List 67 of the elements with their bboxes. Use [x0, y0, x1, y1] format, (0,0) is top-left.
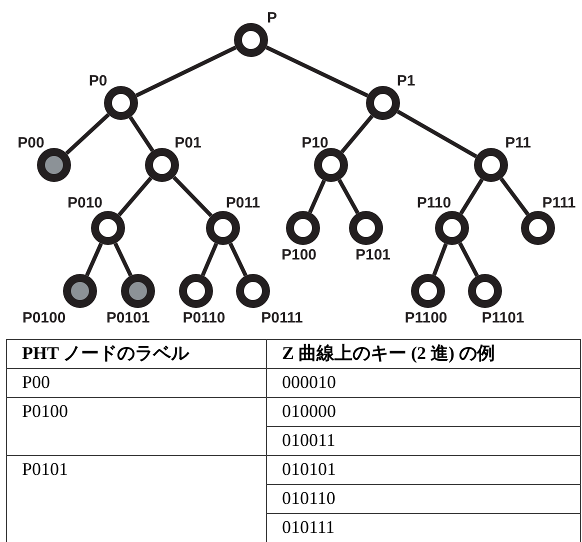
table-cell: 010111: [266, 513, 581, 542]
tree-edge: [172, 176, 213, 218]
table-cell: P0100: [6, 397, 266, 455]
node-label: P11: [505, 136, 531, 150]
tree-node: [468, 274, 502, 308]
tree-node: [91, 211, 125, 245]
node-label: P10: [302, 136, 328, 150]
tree-edge: [340, 114, 374, 154]
tree-node: [104, 86, 138, 120]
tree-node: [411, 274, 445, 308]
node-label: P010: [67, 196, 103, 210]
table-header-cell: PHT ノードのラベル: [6, 339, 266, 368]
table-cell: 010110: [266, 484, 581, 513]
tree-node: [366, 86, 400, 120]
table-cell: 010000: [266, 397, 581, 426]
table-cell: 010011: [266, 426, 581, 455]
node-label: P1: [396, 74, 416, 88]
shaded-tree-node: [121, 274, 155, 308]
node-label: P100: [281, 248, 317, 262]
node-label: P101: [355, 248, 391, 262]
tree-edge: [500, 177, 530, 216]
tree-edge: [308, 180, 326, 214]
node-label: P0100: [22, 310, 66, 326]
node-label: P00: [18, 136, 44, 150]
table-cell: 010101: [266, 455, 581, 484]
tree-node: [521, 211, 555, 245]
tree-edge: [65, 113, 110, 155]
table-header-cell: Z 曲線上のキー (2 進) の例: [266, 339, 581, 368]
tree-edge: [118, 176, 152, 216]
node-label: P0101: [106, 310, 150, 326]
tree-node: [435, 211, 469, 245]
tree-node: [286, 211, 320, 245]
tree-node: [179, 274, 213, 308]
tree-edge: [85, 242, 103, 276]
table-cell: P0101: [6, 455, 266, 542]
tree-edge: [128, 116, 154, 152]
node-label: P1100: [404, 310, 448, 326]
tree-edge: [200, 242, 218, 276]
table-cell: 000010: [266, 368, 581, 397]
node-label: P: [267, 10, 277, 26]
node-label: P0: [88, 74, 108, 88]
tree-node: [349, 211, 383, 245]
tree-node: [145, 148, 179, 182]
node-label: P01: [174, 136, 202, 150]
tree-node: [234, 23, 268, 57]
node-label: P1101: [482, 310, 524, 326]
tree-node: [206, 211, 240, 245]
tree-edge: [114, 242, 132, 276]
tree-node: [474, 148, 508, 182]
tree-node: [236, 274, 270, 308]
shaded-tree-node: [63, 274, 97, 308]
tree-node: [314, 148, 348, 182]
node-label: P011: [226, 196, 260, 210]
node-label: P111: [542, 196, 576, 210]
node-label: P0111: [261, 310, 303, 326]
node-label: P110: [416, 196, 452, 210]
tree-edge: [338, 178, 360, 214]
tree-edge: [396, 110, 478, 158]
tree-edge: [265, 46, 369, 98]
tree-edge: [458, 242, 479, 277]
tree-edge: [432, 243, 448, 276]
node-label: P0110: [182, 310, 226, 326]
tree-edge: [459, 178, 484, 215]
tree-edge: [135, 46, 237, 98]
shaded-tree-node: [37, 148, 71, 182]
tree-edge: [228, 242, 248, 276]
table-cell: P00: [6, 368, 266, 397]
